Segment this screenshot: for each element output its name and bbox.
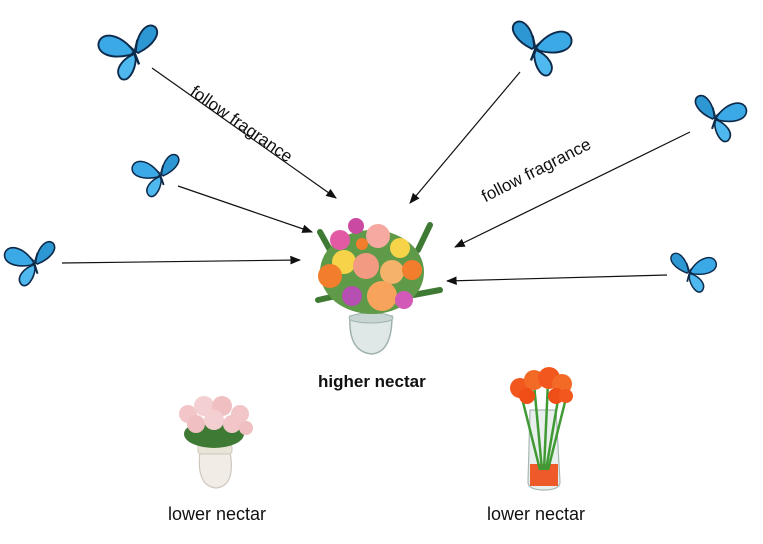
gerberas-lower-nectar <box>510 367 573 491</box>
roses-lower-nectar <box>179 396 253 489</box>
arrow-mid-right <box>454 131 691 248</box>
lower-nectar-label-right: lower nectar <box>487 504 586 524</box>
arrow-mid-left <box>177 185 314 233</box>
butterfly-icon <box>129 152 187 201</box>
arrow-right <box>445 274 668 286</box>
bouquet-higher-nectar <box>315 218 443 355</box>
butterfly-icon <box>665 251 719 295</box>
butterfly-icon <box>95 22 168 85</box>
lower-nectar-label-left: lower nectar <box>168 504 267 524</box>
butterfly-icon <box>687 93 749 146</box>
arrow-top-left <box>151 67 337 199</box>
butterfly-icon <box>2 239 62 290</box>
butterfly-icon <box>502 18 575 81</box>
arrow-top-right <box>409 71 521 204</box>
arrow-left <box>61 255 302 265</box>
fragrance-arrows <box>61 67 691 286</box>
higher-nectar-label: higher nectar <box>318 372 426 391</box>
